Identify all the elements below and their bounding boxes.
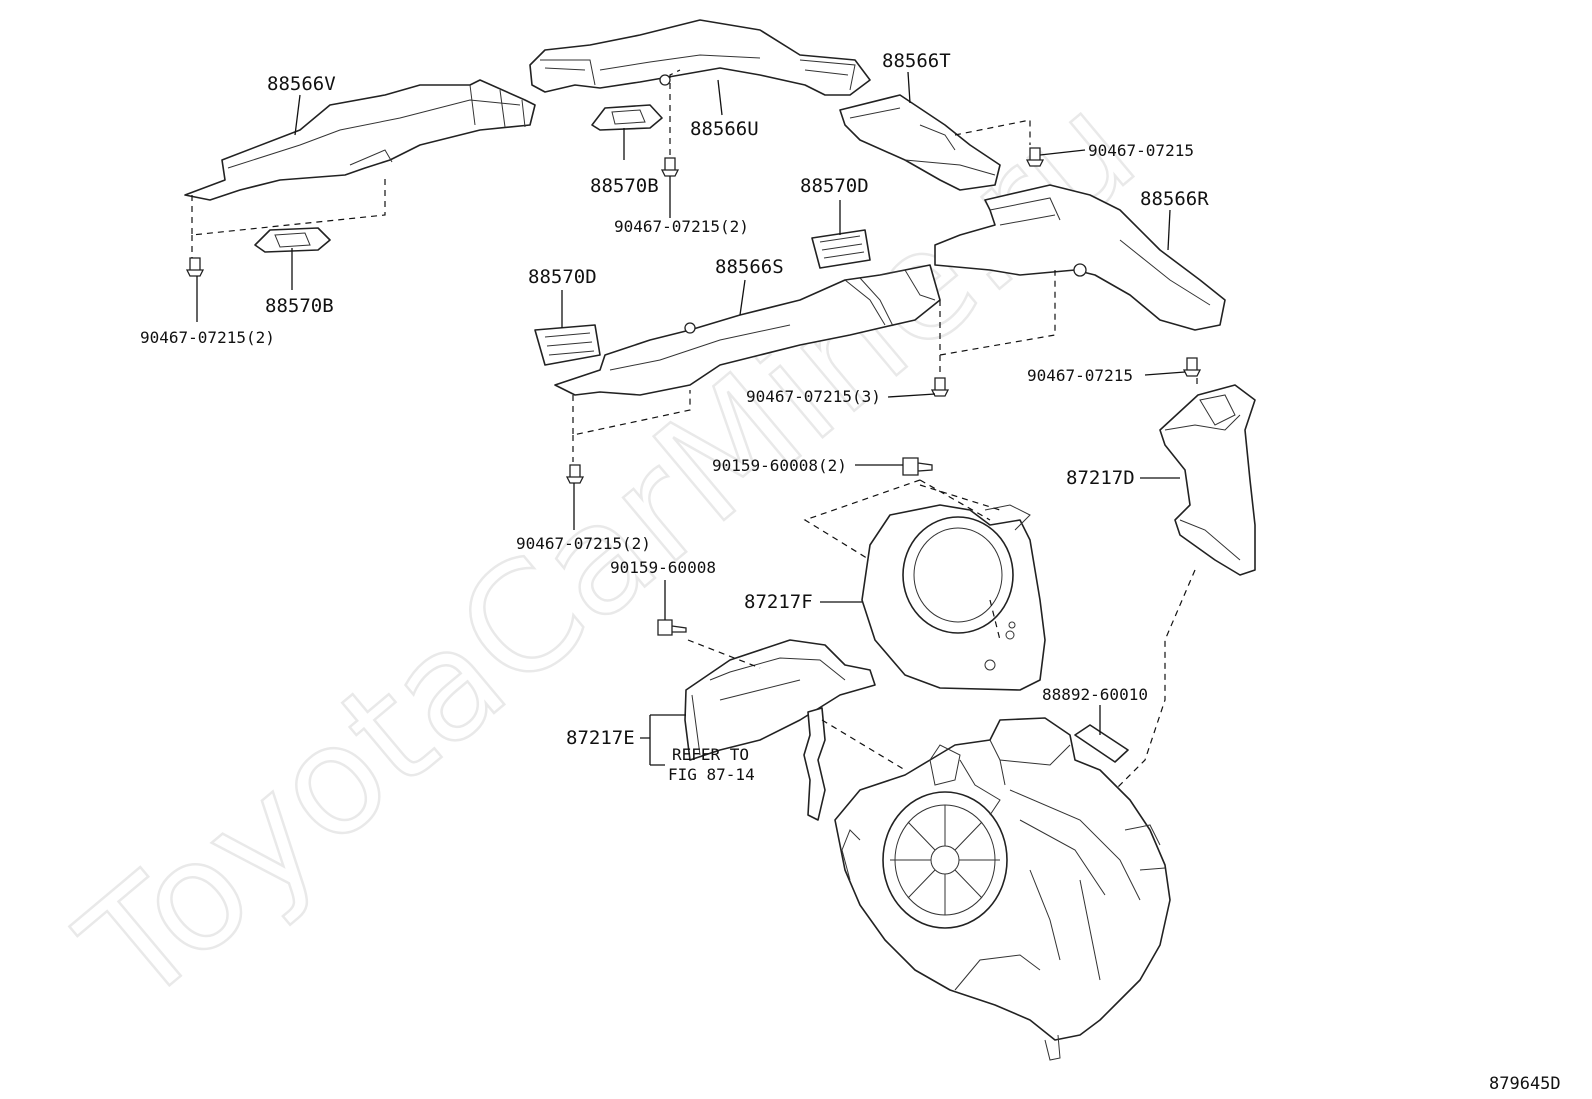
- label-clip-lower: 90467-07215(2): [516, 534, 651, 553]
- duct-87217e: [684, 639, 876, 761]
- label-88566v: 88566V: [267, 73, 336, 95]
- label-88570d-mid: 88570D: [800, 175, 869, 197]
- label-88566t: 88566T: [882, 50, 951, 72]
- label-clip-right: 90467-07215: [1027, 366, 1133, 385]
- blower-unit: [834, 717, 1171, 1061]
- clip-icons: [185, 147, 1202, 636]
- register-88570d-mid: [811, 229, 871, 269]
- housing-87217f: [861, 504, 1046, 691]
- label-88566s: 88566S: [715, 256, 784, 278]
- label-88570b-top: 88570B: [590, 175, 659, 197]
- label-88566r: 88566R: [1140, 188, 1209, 210]
- duct-88566u: [529, 19, 871, 96]
- register-88570b-top: [591, 104, 663, 131]
- label-clip-top-mid: 90467-07215(2): [614, 217, 749, 236]
- label-88566u: 88566U: [690, 118, 759, 140]
- label-screw-upper: 90159-60008(2): [712, 456, 847, 475]
- leader-lines: [196, 71, 1186, 766]
- duct-88566r: [934, 184, 1226, 331]
- label-87217e: 87217E: [566, 727, 635, 749]
- label-clip-center: 90467-07215(3): [746, 387, 881, 406]
- part-labels: 88566V 88566U 88566T 88566R 88566S 88570…: [140, 50, 1209, 784]
- duct-88566s: [554, 264, 941, 396]
- label-87217d: 87217D: [1066, 467, 1135, 489]
- dashed-guides: [191, 69, 1198, 791]
- label-87217f: 87217F: [744, 591, 813, 613]
- duct-88566t: [839, 94, 1001, 191]
- register-88570d-left: [534, 324, 601, 366]
- duct-88566v: [184, 79, 536, 201]
- label-88570d-left: 88570D: [528, 266, 597, 288]
- register-88570b-left: [254, 227, 331, 253]
- figure-code: 879645D: [1489, 1074, 1561, 1094]
- part-88892: [1074, 724, 1129, 763]
- label-88892: 88892-60010: [1042, 685, 1148, 704]
- label-refer-line2: FIG 87-14: [668, 765, 755, 784]
- bracket: [803, 707, 826, 821]
- label-clip-left: 90467-07215(2): [140, 328, 275, 347]
- label-88570b-left: 88570B: [265, 295, 334, 317]
- label-clip-top-right: 90467-07215: [1088, 141, 1194, 160]
- label-refer-line1: REFER TO: [672, 745, 749, 764]
- label-screw-lower: 90159-60008: [610, 558, 716, 577]
- duct-87217d: [1159, 384, 1256, 576]
